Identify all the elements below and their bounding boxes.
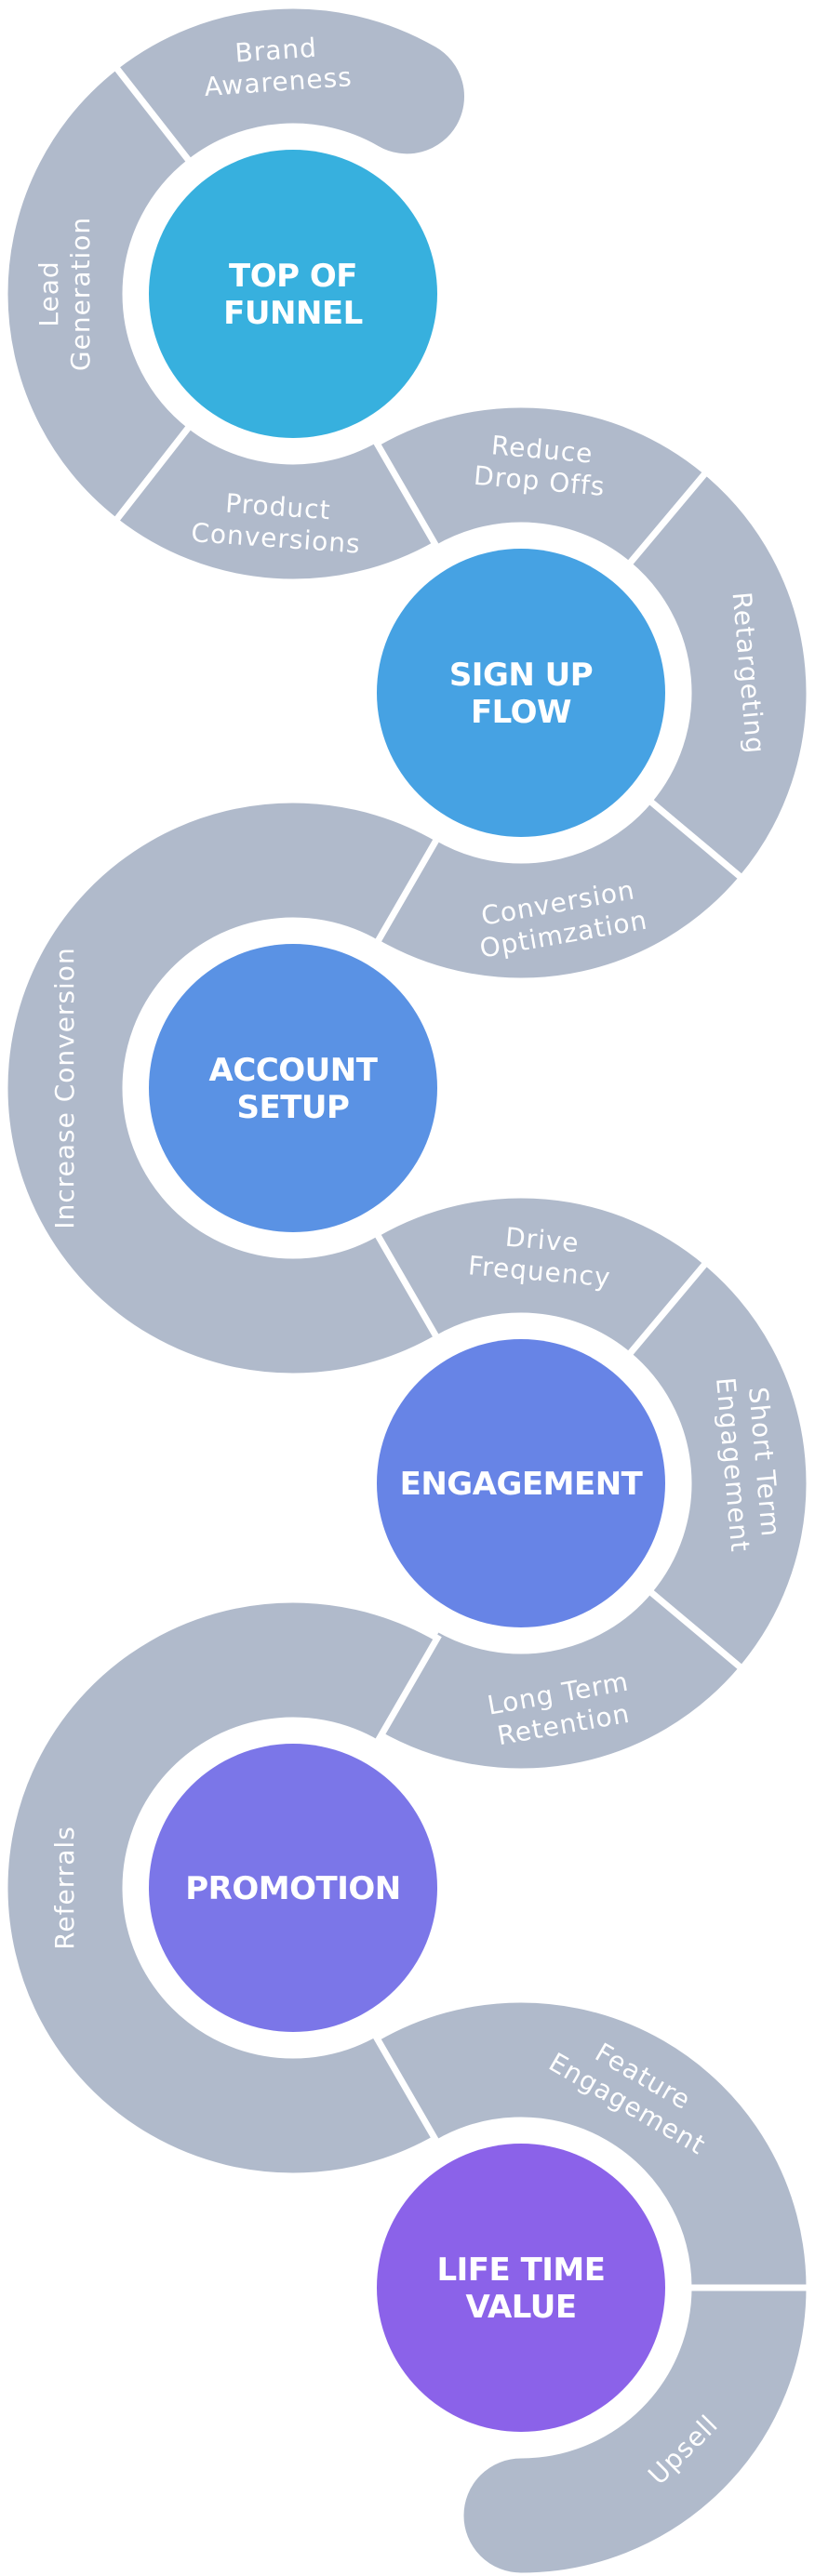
segment-increase-conversion [1,796,442,1380]
stage-title-engagement: ENGAGEMENT [400,1466,644,1503]
stage-title-line: VALUE [465,2289,576,2326]
segment-conversion-optimzation [372,795,747,985]
stage-title-line: LIFE TIME [436,2251,605,2289]
segment-product-conversions [111,420,442,586]
stage-title-line: ENGAGEMENT [400,1466,644,1503]
segment-label-product-conversions: ProductConversions [190,485,364,560]
stage-circle-top-of-funnel [149,150,437,438]
segment-upsell [457,2284,813,2576]
stage-title-line: TOP OF [229,258,357,295]
stage-title-line: ACCOUNT [209,1052,379,1089]
segment-label-line: Brand [234,33,317,69]
segment-label-reduce-drop-offs: ReduceDrop Offs [473,429,609,502]
stage-title-line: PROMOTION [185,1870,400,1907]
segment-label-increase-conversion: Increase Conversion [49,947,80,1228]
stage-title-line: SETUP [237,1089,350,1126]
stage-circle-account-setup [149,944,437,1232]
stage-circle-promotion [149,1744,437,2032]
stage-circle-life-time-value [377,2144,665,2432]
segment-label-line: Increase Conversion [49,947,80,1228]
segment-short-term-engagement [623,1257,813,1674]
segment-reduce-drop-offs [372,401,712,570]
stage-title-line: FLOW [471,694,571,731]
segment-long-term-retention [372,1586,747,1775]
segment-label-line: Generation [65,217,96,371]
stage-title-promotion: PROMOTION [185,1870,400,1907]
segment-label-line: Drive [504,1222,581,1259]
segment-referrals [1,1596,442,2180]
rings-layer [133,134,681,2448]
stage-circle-engagement [377,1339,665,1627]
segment-lead-generation [1,61,195,526]
segment-label-lead-generation: LeadGeneration [33,217,96,371]
stage-title-line: FUNNEL [223,295,363,332]
segment-retargeting [623,467,813,883]
stage-title-line: SIGN UP [449,657,593,694]
segment-label-line: Product [224,488,331,526]
segment-brand-awareness [111,2,471,167]
segment-label-line: Lead [33,260,64,326]
segment-label-referrals: Referrals [49,1826,80,1950]
segment-label-line: Referrals [49,1826,80,1950]
segment-feature-engagement [372,1996,813,2291]
stage-circle-sign-up-flow [377,549,665,837]
segment-drive-frequency [372,1191,712,1361]
